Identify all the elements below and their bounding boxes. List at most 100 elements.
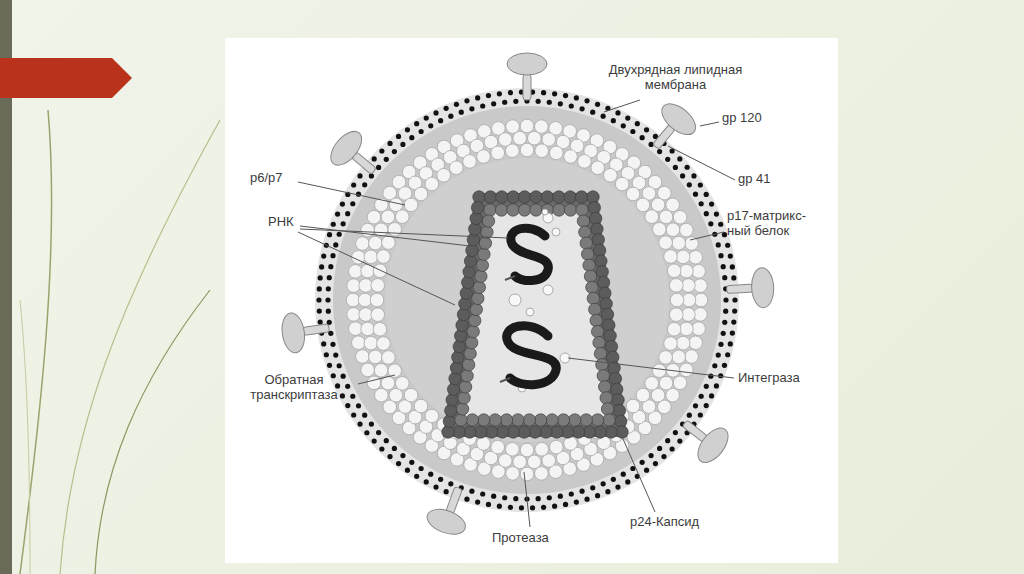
matrix-protein (356, 350, 370, 364)
capsid-protein (518, 204, 530, 216)
matrix-protein (659, 210, 673, 224)
capsid-protein (584, 270, 596, 282)
matrix-protein (425, 177, 439, 191)
leader-line (568, 358, 734, 378)
membrane-dot (444, 106, 449, 111)
capsid-protein (471, 201, 483, 213)
leader-line (604, 100, 640, 112)
capsid-shell (443, 193, 627, 437)
leader-line (524, 472, 530, 527)
membrane-dot (357, 421, 362, 426)
membrane-dot (718, 222, 723, 227)
membrane-dot (317, 286, 322, 291)
matrix-protein (667, 322, 681, 336)
matrix-protein (564, 437, 578, 451)
matrix-protein (636, 388, 650, 402)
membrane-dot (480, 103, 485, 108)
capsid-protein (589, 303, 601, 315)
membrane-dot (384, 438, 389, 443)
membrane-dot (728, 341, 733, 346)
membrane-dot (698, 412, 703, 417)
capsid-protein (530, 191, 542, 203)
membrane-dot (731, 320, 736, 325)
matrix-protein (404, 388, 418, 402)
virion-interior (333, 106, 721, 494)
leader-line (298, 232, 455, 305)
membrane-dot (615, 484, 620, 489)
matrix-protein (373, 264, 387, 278)
capsid-protein (577, 215, 589, 227)
membrane-dot (414, 474, 419, 479)
membrane-dot (513, 496, 518, 501)
membrane-dot (574, 95, 579, 100)
matrix-protein (389, 388, 403, 402)
membrane-dot (459, 110, 464, 115)
leader-line (358, 375, 395, 384)
capsid-interior (461, 210, 609, 420)
matrix-protein (685, 350, 699, 364)
membrane-dot (665, 157, 670, 162)
membrane-dot (725, 243, 730, 248)
membrane-dot (722, 232, 727, 237)
gp120-knob (692, 423, 734, 468)
membrane-dot (335, 211, 340, 216)
membrane-dot (644, 468, 649, 473)
capsid-protein (472, 292, 484, 304)
reverse-transcriptase-label: Обратная транскриптаза (230, 372, 358, 402)
membrane-dot (536, 496, 541, 501)
membrane-dot (708, 221, 713, 226)
capsid-protein (553, 204, 565, 216)
rna-label: РНК (268, 214, 308, 229)
leader-line (690, 232, 724, 240)
matrix-protein (682, 308, 696, 322)
matrix-protein (359, 279, 373, 293)
membrane-dot (364, 430, 369, 435)
matrix-protein (520, 143, 534, 157)
membrane-dot (558, 494, 563, 499)
membrane-dot (630, 129, 635, 134)
matrix-protein (370, 293, 384, 307)
membrane-dot (362, 182, 367, 187)
membrane-dot (611, 477, 616, 482)
matrix-protein (527, 455, 541, 469)
membrane-dot (330, 253, 335, 258)
matrix-protein (349, 322, 363, 336)
membrane-dot (722, 275, 727, 280)
capsid-protein (482, 215, 494, 227)
matrix-protein (381, 210, 395, 224)
membrane-dot (369, 173, 374, 178)
matrix-protein (374, 223, 388, 237)
matrix-protein (425, 409, 439, 423)
membrane-dot (318, 275, 323, 280)
matrix-protein (382, 236, 396, 250)
deco-curve (95, 290, 210, 574)
membrane-dot (721, 264, 726, 269)
leader-line (300, 226, 470, 246)
enzyme (509, 294, 521, 306)
membrane-dot (333, 352, 338, 357)
capsid-protein (475, 270, 487, 282)
capsid-protein (593, 336, 605, 348)
matrix-protein (680, 322, 694, 336)
membrane-dot (621, 123, 626, 128)
matrix-protein (676, 250, 690, 264)
enzyme (543, 285, 553, 295)
capsid-protein (591, 325, 603, 337)
membrane-dot (321, 341, 326, 346)
matrix-protein (636, 198, 650, 212)
membrane-dot (625, 479, 630, 484)
matrix-protein (369, 236, 383, 250)
membrane-dot (362, 413, 367, 418)
membrane-dot (714, 383, 719, 388)
membrane-dot (595, 493, 600, 498)
membrane-dot (340, 393, 345, 398)
capsid-protein (599, 381, 611, 393)
leader-line (620, 432, 655, 512)
membrane-dot (405, 127, 410, 132)
membrane-dot (601, 481, 606, 486)
membrane-dot (428, 472, 433, 477)
capsid-protein (478, 414, 490, 426)
membrane-dot (722, 363, 727, 368)
matrix-protein (527, 131, 541, 145)
